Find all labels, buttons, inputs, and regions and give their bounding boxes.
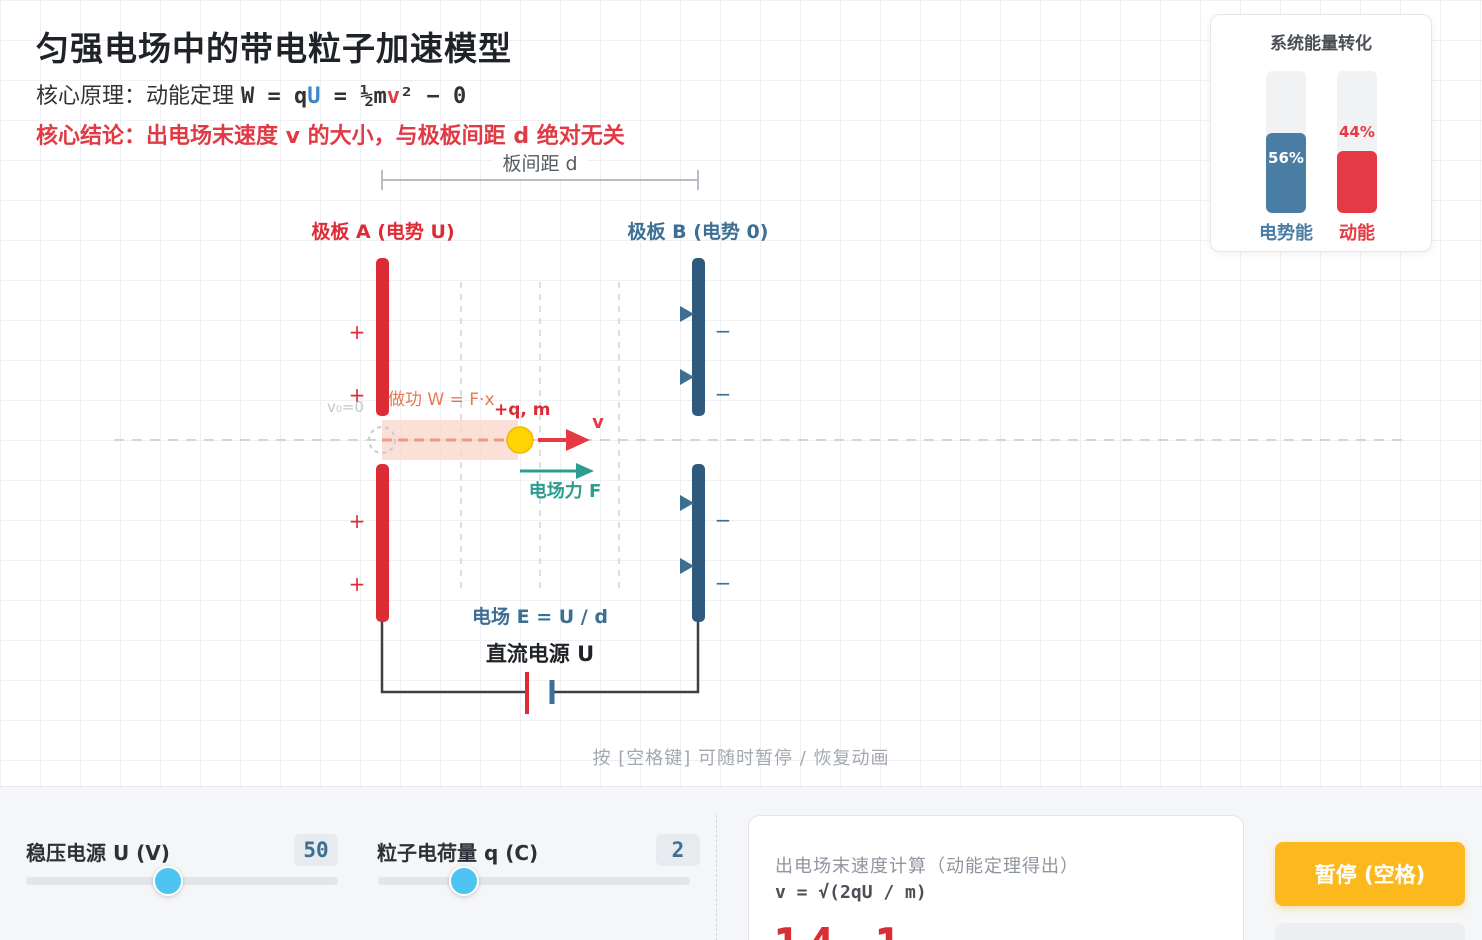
velocity-calc-card: 出电场末速度计算（动能定理得出） v = √(2qU / m) 14.1 — [748, 815, 1244, 940]
potential-energy-label: 电势能 — [1259, 223, 1313, 244]
svg-text:+: + — [349, 572, 366, 596]
core-conclusion: 核心结论：出电场末速度 v 的大小，与极板间距 d 绝对无关 — [36, 124, 625, 149]
plate-b-charges: − − − − — [715, 319, 732, 595]
energy-panel: 系统能量转化 56% 电势能 44% 动能 — [1210, 14, 1432, 252]
voltage-slider-label: 稳压电源 U (V) — [26, 841, 170, 865]
kinetic-energy-label: 动能 — [1339, 223, 1375, 244]
energy-title: 系统能量转化 — [1270, 34, 1372, 54]
field-lines — [460, 282, 620, 592]
charge-value: 2 — [656, 834, 700, 866]
charge-slider[interactable] — [378, 866, 690, 896]
gap-dimension: 板间距 d — [381, 148, 699, 190]
calc-title: 出电场末速度计算（动能定理得出） — [775, 856, 1079, 877]
force-arrow — [520, 463, 594, 479]
battery-icon — [525, 672, 555, 714]
pause-hint: 按 [空格键] 可随时暂停 / 恢复动画 — [592, 748, 890, 769]
work-label: 做功 W = F·x — [388, 390, 495, 410]
calc-formula: v = √(2qU / m) — [775, 882, 927, 903]
svg-text:+: + — [349, 320, 366, 344]
particle-label: +q, m — [494, 400, 551, 420]
page-title: 匀强电场中的带电粒子加速模型 — [36, 29, 512, 68]
velocity-arrow — [538, 429, 590, 451]
control-panel: 稳压电源 U (V) 50 粒子电荷量 q (C) 2 出电场末速度计算（动能定… — [0, 786, 1482, 940]
svg-text:−: − — [715, 319, 732, 343]
kinetic-energy-track — [1337, 71, 1377, 213]
plate-a — [376, 258, 389, 622]
field-label: 电场 E = U / d — [472, 605, 608, 628]
kinetic-energy-percent: 44% — [1339, 123, 1375, 141]
potential-energy-bar — [1266, 133, 1306, 213]
kinetic-energy-bar — [1337, 151, 1377, 213]
force-label: 电场力 F — [529, 480, 602, 502]
principle-formula: W = qU = ½mv² − 0 — [241, 84, 467, 109]
calc-result: 14.1 — [773, 918, 908, 940]
velocity-label: v — [592, 412, 604, 433]
svg-text:+: + — [349, 383, 366, 407]
gap-label: 板间距 d — [502, 153, 577, 175]
voltage-slider-thumb[interactable] — [153, 866, 183, 896]
capacitor-scene: 板间距 d 极板 A (电势 U) 极板 B (电势 0) + + + + − … — [114, 148, 1410, 714]
start-position-marker — [368, 426, 396, 454]
svg-text:−: − — [715, 571, 732, 595]
plate-b-label: 极板 B (电势 0) — [628, 220, 769, 243]
svg-text:+: + — [349, 509, 366, 533]
charge-slider-thumb[interactable] — [449, 866, 479, 896]
circuit-wire — [380, 622, 700, 694]
controls-divider — [716, 815, 717, 940]
charge-slider-label: 粒子电荷量 q (C) — [377, 841, 539, 865]
power-source-label: 直流电源 U — [486, 642, 594, 666]
plate-b — [680, 258, 705, 622]
pause-button[interactable]: 暂停 (空格) — [1275, 842, 1465, 906]
potential-energy-percent: 56% — [1268, 149, 1304, 167]
plate-a-charges: + + + + — [349, 320, 366, 596]
svg-text:−: − — [715, 508, 732, 532]
voltage-slider[interactable] — [26, 866, 338, 896]
principle-label: 核心原理：动能定理 — [36, 84, 235, 109]
charged-particle — [506, 426, 534, 454]
svg-text:−: − — [715, 382, 732, 406]
core-principle: 核心原理：动能定理 W = qU = ½mv² − 0 — [36, 78, 466, 110]
v0-label: v₀=0 — [327, 398, 364, 416]
secondary-button[interactable] — [1275, 923, 1465, 940]
voltage-value: 50 — [294, 834, 338, 866]
plate-a-label: 极板 A (电势 U) — [311, 220, 454, 243]
potential-energy-track — [1266, 71, 1306, 213]
